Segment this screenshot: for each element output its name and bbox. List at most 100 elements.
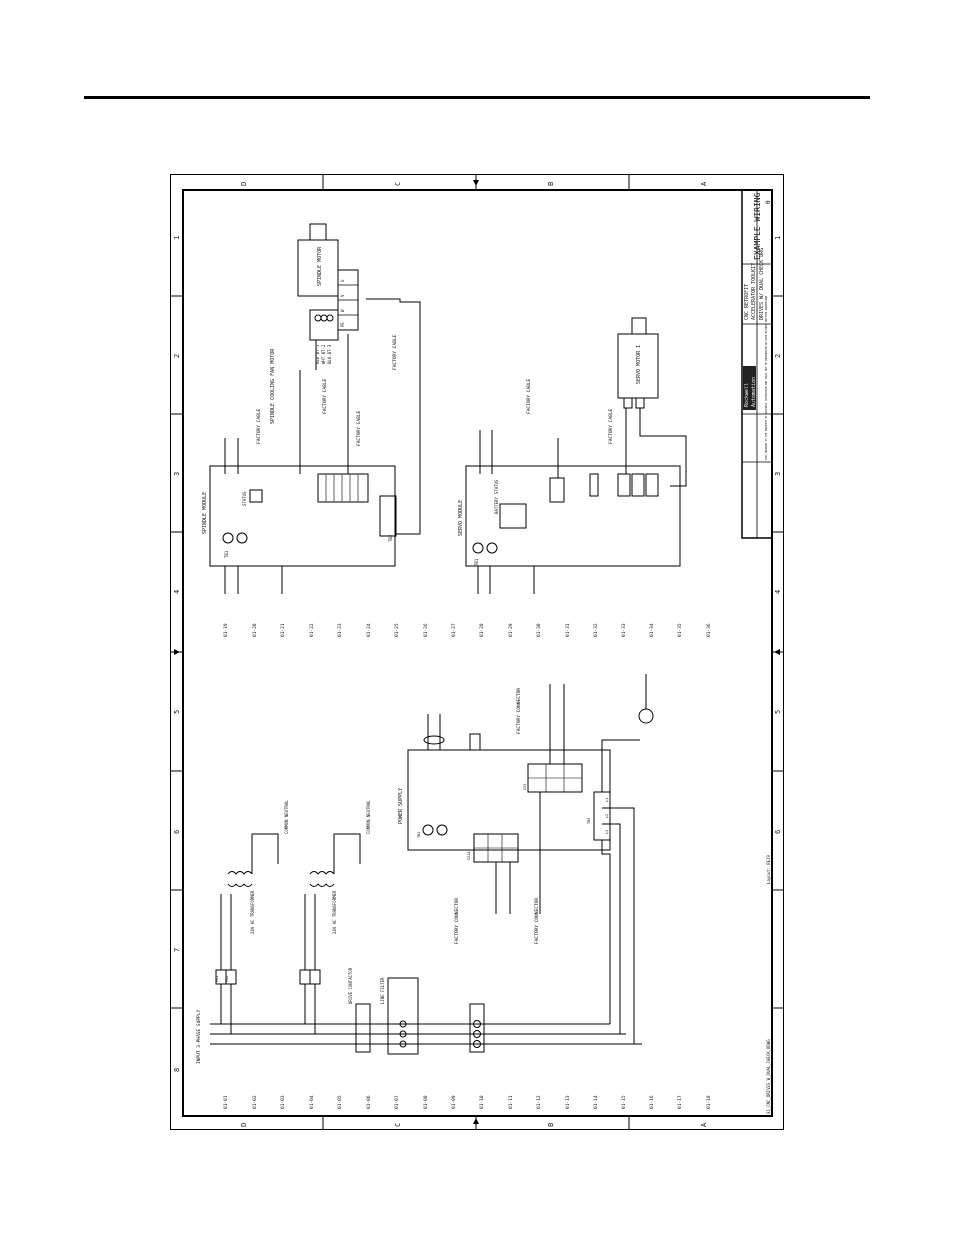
zone-number-left-4: 4 [173,590,181,594]
center-arrows [174,180,780,1124]
spindle-ports [317,473,369,503]
row-01-01: 01-01 [223,1095,229,1109]
phase-l1: L1 [605,798,609,802]
row-01-30: 01-30 [536,623,542,637]
description-3: DRIVES W/ DUAL CHECK DRG [759,248,765,320]
power-supply-label: POWER SUPPLY [398,788,404,824]
row-01-26: 01-26 [423,623,429,637]
zone-number-right-5: 5 [774,710,782,714]
spindle-tb1: TB1 [224,550,229,558]
row-01-34: 01-34 [649,623,655,637]
servo-tb1: TB1 [474,558,479,566]
company-logo [743,366,756,410]
spindle-module [209,465,396,567]
property-notice: THIS DRAWING IS THE PROPERTY OF ROCKWELL… [765,295,768,460]
zone-number-left-5: 5 [173,710,181,714]
company-logo-line-2: Automation [751,377,757,407]
zone-number-right-4: 4 [774,590,782,594]
drawing-revision: 0 [765,200,772,204]
zone-ticks-left [170,295,183,1009]
fan-wire-3: BLK BT-3 [327,344,332,364]
spindle-motor-label: SPINDLE MOTOR [317,246,323,286]
zone-letter-bottom-1: D [240,1123,248,1127]
fan-terminal-block [309,309,339,341]
spindle-fan-label: SPINDLE COOLING FAN MOTOR [270,348,276,424]
zone-number-left-6: 6 [173,830,181,834]
row-01-28: 01-28 [479,623,485,637]
row-01-21: 01-21 [280,623,286,637]
servo-module [465,465,681,567]
row-01-18: 01-18 [706,1095,712,1109]
row-01-10: 01-10 [479,1095,485,1109]
row-01-12: 01-12 [536,1095,542,1109]
servo-motor-shaft [631,317,647,335]
input-supply-label: INPUT 3-PHASE SUPPLY [196,1010,202,1064]
zone-letter-bottom-2: C [394,1123,402,1127]
row-01-05: 01-05 [337,1095,343,1109]
zone-number-left-3: 3 [173,472,181,476]
spindle-motor-shaft [309,223,327,241]
row-01-14: 01-14 [593,1095,599,1109]
servo-motor-label: SERVO MOTOR 1 [636,345,642,384]
power-supply [407,749,611,851]
servo-battery [499,503,527,529]
wire-rows-right: 01-19 01-20 01-21 01-22 01-23 01-24 01-2… [223,623,712,637]
transformer-1 [227,871,253,887]
row-01-19: 01-19 [223,623,229,637]
ps-tb1-label: TB1 [417,832,421,838]
row-01-36: 01-36 [706,623,712,637]
zone-letter-bottom-4: A [700,1122,708,1127]
cx1a-label: CX1A [467,851,471,860]
transformer-2 [309,871,335,887]
zone-number-left-7: 7 [173,948,181,952]
factory-connector-label-3: FACTORY CONNECTOR [516,688,522,734]
row-01-04: 01-04 [309,1095,315,1109]
zone-number-right-2: 2 [774,354,782,358]
row-01-07: 01-07 [394,1095,400,1109]
fuse-label-1: FU1 [215,976,219,982]
inner-frame [182,189,773,1117]
row-01-06: 01-06 [366,1095,372,1109]
drive-contactor [355,1003,371,1053]
drive-contactor-label: DRIVE CONTACTOR [348,967,353,1004]
row-01-32: 01-32 [593,623,599,637]
zone-number-right-1: 1 [774,236,782,240]
zone-letter-top-1: D [240,182,248,186]
title-block: EXAMPLE WIRING 0 CNC RETROFIT ACCELERATO… [741,189,773,539]
row-01-25: 01-25 [394,623,400,637]
row-01-08: 01-08 [423,1095,429,1109]
spindle-tb2-label: TB2 [388,534,393,542]
main-terminal [469,1003,485,1053]
row-01-20: 01-20 [252,623,258,637]
spindle-status-label: STATUS [242,491,247,506]
transformer-label-2: 24V AC TRANSFORMER [332,890,337,934]
row-01-24: 01-24 [366,623,372,637]
description-1: CNC RETROFIT [744,284,750,320]
row-01-15: 01-15 [621,1095,627,1109]
zone-number-right-6: 6 [774,830,782,834]
servo-section [465,317,687,594]
zone-number-left-2: 2 [173,354,181,358]
row-01-29: 01-29 [508,623,514,637]
spindle-module-label: SPINDLE MODULE [202,492,208,534]
spindle-section [209,223,421,594]
power-section [210,674,654,1055]
zone-letter-top-4: A [700,181,708,186]
line-filter-label: LINE FILTER [380,977,385,1004]
zone-letter-top-3: B [547,182,555,186]
drive-contactor-coil [638,708,654,724]
spindle-terminal-pe: PE [340,322,345,327]
spindle-terminal-u: U [340,279,345,282]
layout-label: Layout: RE19 [766,855,771,884]
servo-ports [549,477,565,503]
cx3-label: CX3 [523,784,527,790]
description-2: ACCELERATOR TOOLKIT [751,263,757,320]
row-01-22: 01-22 [309,623,315,637]
row-01-13: 01-13 [565,1095,571,1109]
fan-wire-1: RED BT-1 [315,344,320,364]
wire-rows-left: 01-01 01-02 01-03 01-04 01-05 01-06 01-0… [223,1095,712,1109]
factory-cable-3: FACTORY CABLE [356,410,362,446]
phase-l2: L2 [605,814,609,818]
row-01-09: 01-09 [451,1095,457,1109]
zone-number-left-1: 1 [173,236,181,240]
